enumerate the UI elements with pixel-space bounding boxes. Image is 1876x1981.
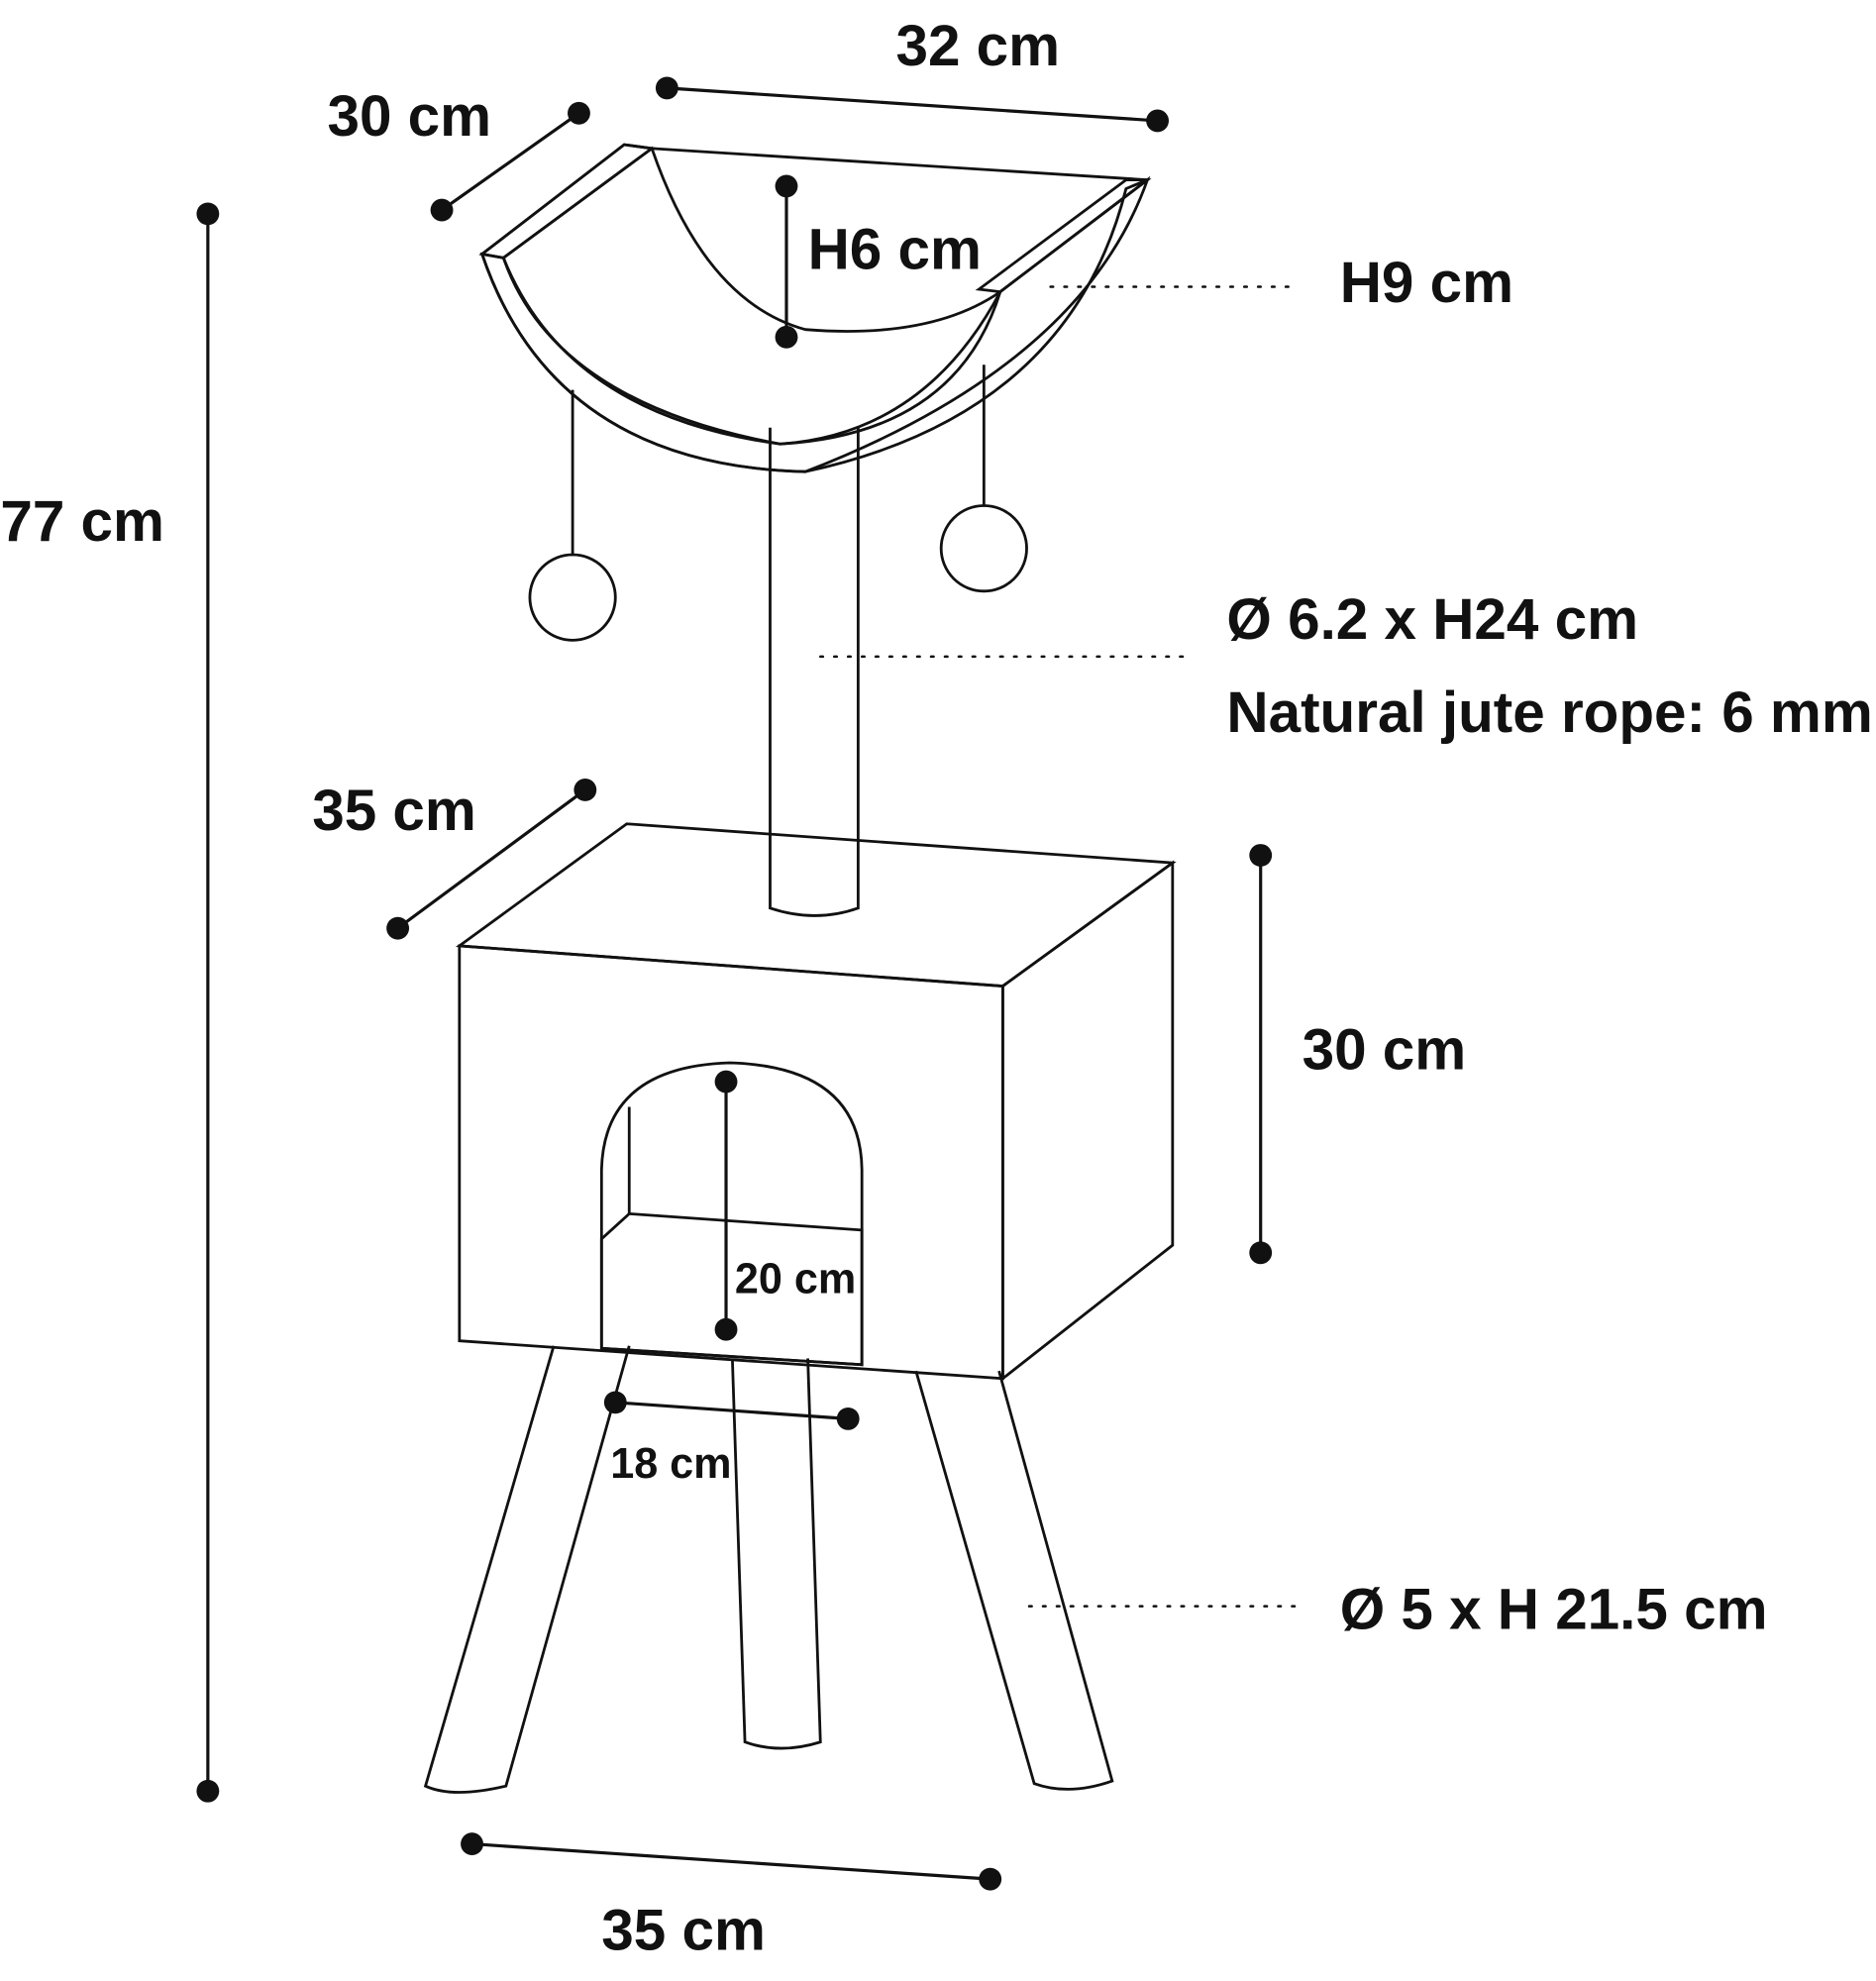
bed-inner-height-label: H6 cm [808,218,982,282]
bed-width-label: 32 cm [895,14,1060,78]
house-depth-label: 35 cm [312,779,476,843]
hanging-toys [528,365,1028,642]
house [455,822,1177,1382]
door-width-label: 18 cm [610,1440,731,1488]
scratching-post [769,427,860,917]
bed-height-label: H9 cm [1340,251,1513,315]
bed-depth-label: 30 cm [327,84,491,149]
door-height-label: 20 cm [735,1255,856,1303]
legs [423,1345,1114,1794]
post-size-label: Ø 6.2 x H24 cm [1226,587,1638,652]
base-width-label: 35 cm [601,1898,766,1962]
dimension-lines [196,76,1298,1891]
leg-size-label: Ø 5 x H 21.5 cm [1340,1577,1768,1641]
bed-hammock [478,143,1152,473]
post-rope-label: Natural jute rope: 6 mm [1226,680,1872,745]
door-opening [599,1061,864,1367]
house-height-label: 30 cm [1303,1017,1467,1082]
total-height-label: 77 cm [0,489,164,554]
